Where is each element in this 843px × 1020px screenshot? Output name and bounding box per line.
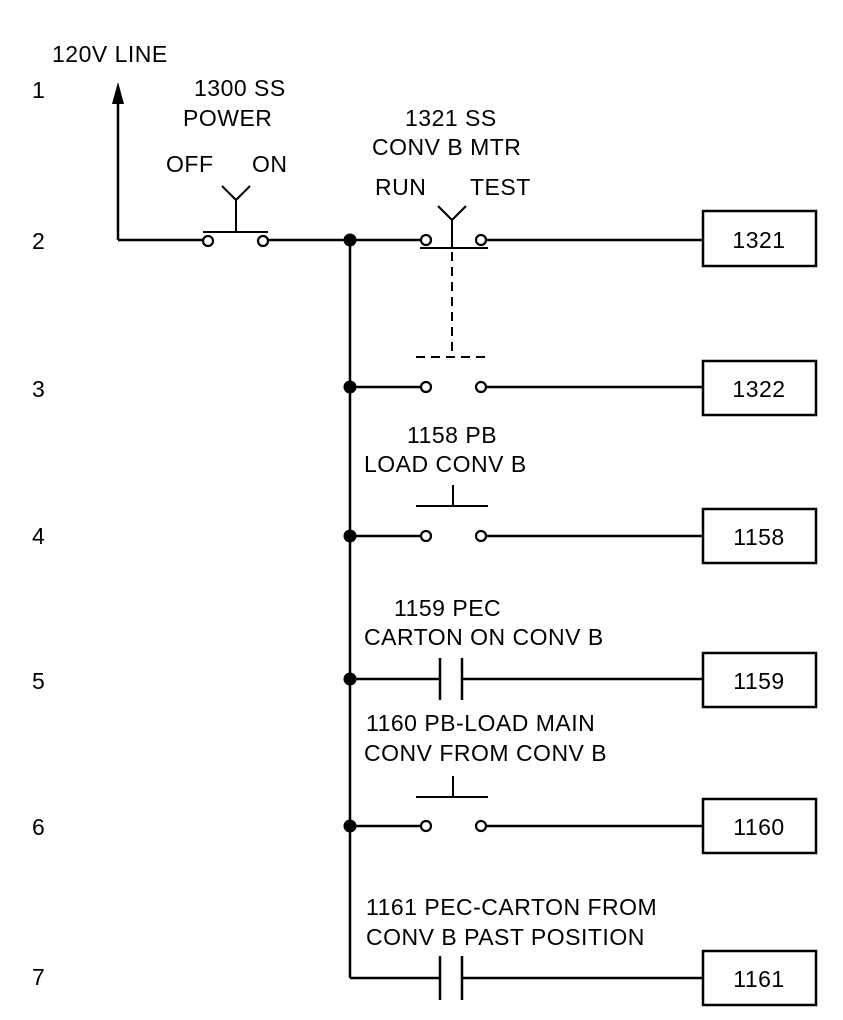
rung-number-6: 6	[32, 814, 45, 840]
load-conv-b-label-1: 1158 PB	[407, 422, 497, 448]
power-switch-on-label: ON	[252, 151, 288, 177]
rung-number-4: 4	[32, 523, 45, 549]
rung-number-3: 3	[32, 376, 45, 402]
contact-terminal	[419, 529, 433, 543]
carton-pec-label-2: CARTON ON CONV B	[364, 624, 604, 650]
carton-on-conv-b-contact	[438, 658, 464, 700]
load-main-conv-label-2: CONV FROM CONV B	[364, 740, 607, 766]
junction-node	[343, 233, 357, 247]
output-box-1159	[701, 651, 818, 709]
carton-pec-label-1: 1159 PEC	[394, 595, 501, 621]
load-main-conv-pushbutton	[416, 776, 488, 798]
output-box-1321	[701, 209, 818, 268]
past-position-label-1: 1161 PEC-CARTON FROM	[366, 894, 657, 920]
output-label-1159: 1159	[733, 668, 784, 694]
load-main-conv-label-1: 1160 PB-LOAD MAIN	[366, 710, 595, 736]
load-conv-b-pushbutton	[416, 485, 488, 507]
rung-number-2: 2	[32, 228, 45, 254]
past-position-label-2: CONV B PAST POSITION	[366, 924, 645, 950]
power-selector-switch	[118, 185, 270, 248]
conv-b-motor-selector-switch	[416, 205, 488, 358]
rung-number-5: 5	[32, 668, 45, 694]
power-switch-label-2: POWER	[183, 105, 272, 131]
contact-terminal	[474, 380, 488, 394]
output-box-1158	[701, 507, 818, 565]
load-conv-b-label-2: LOAD CONV B	[364, 451, 527, 477]
output-box-1161	[701, 949, 818, 1007]
output-label-1161: 1161	[733, 966, 784, 992]
motor-switch-test-label: TEST	[470, 174, 531, 200]
output-label-1158: 1158	[733, 524, 784, 550]
contact-terminal	[474, 819, 488, 833]
output-label-1321: 1321	[732, 227, 785, 253]
power-switch-off-label: OFF	[166, 151, 214, 177]
rung-number-1: 1	[32, 77, 45, 103]
contact-terminal	[419, 819, 433, 833]
output-box-1160	[701, 797, 818, 855]
contact-terminal	[419, 380, 433, 394]
motor-switch-label-2: CONV B MTR	[372, 134, 521, 160]
line-label: 120V LINE	[52, 41, 168, 67]
contact-terminal	[474, 529, 488, 543]
line-arrow-icon	[112, 82, 124, 104]
motor-switch-label-1: 1321 SS	[405, 105, 497, 131]
output-label-1160: 1160	[733, 814, 784, 840]
output-box-1322	[701, 359, 818, 417]
power-switch-label-1: 1300 SS	[194, 75, 286, 101]
motor-switch-run-label: RUN	[375, 174, 426, 200]
output-label-1322: 1322	[732, 376, 785, 402]
rung-number-7: 7	[32, 964, 45, 990]
carton-past-position-contact	[438, 956, 464, 1000]
